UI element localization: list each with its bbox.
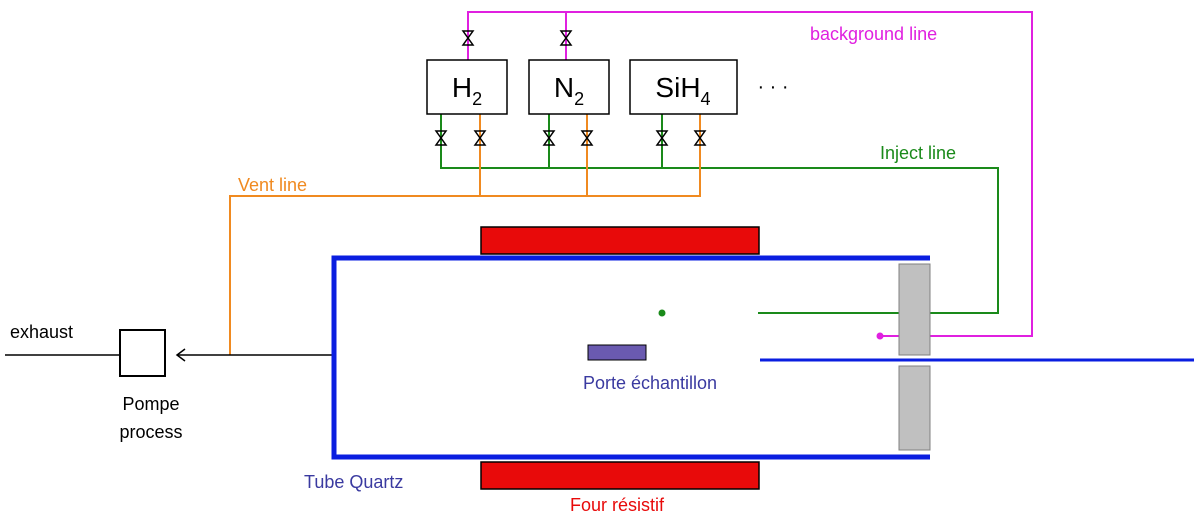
- gas-subscript: 2: [574, 89, 584, 109]
- svg-text:N2: N2: [554, 72, 584, 109]
- background-line-outlet: [876, 332, 884, 340]
- svg-text:H2: H2: [452, 72, 482, 109]
- inject-line-outlet: [658, 309, 666, 317]
- gas-base: H: [452, 72, 472, 103]
- vent-line-label: Vent line: [238, 175, 307, 195]
- gas-subscript: 4: [701, 89, 711, 109]
- background-line-label: background line: [810, 24, 937, 44]
- process-pump: [119, 329, 166, 377]
- pump-label-line2: process: [119, 422, 182, 442]
- gas-bottle-h2: H2: [426, 59, 508, 115]
- gas-bottle-n2: N2: [528, 59, 610, 115]
- pump-label-line1: Pompe: [122, 394, 179, 414]
- background-line: [467, 11, 1033, 337]
- inject-line-label: Inject line: [880, 143, 956, 163]
- more-gases-ellipsis: · · ·: [757, 76, 788, 98]
- sample-holder-label: Porte échantillon: [583, 373, 717, 393]
- exhaust-line: [5, 348, 332, 362]
- exhaust-label: exhaust: [10, 322, 73, 342]
- flange-lower: [898, 365, 931, 451]
- furnace-bottom: [480, 461, 760, 490]
- gas-subscript: 2: [472, 89, 482, 109]
- vent-line: [229, 114, 701, 355]
- gas-base: N: [554, 72, 574, 103]
- furnace-label: Four résistif: [570, 495, 665, 515]
- furnace-top: [480, 226, 760, 255]
- quartz-tube: [331, 255, 930, 460]
- flange-upper: [898, 263, 931, 356]
- sample-holder: [587, 344, 647, 361]
- gas-base: SiH: [655, 72, 700, 103]
- svg-text:SiH4: SiH4: [655, 72, 710, 109]
- quartz-tube-label: Tube Quartz: [304, 472, 403, 492]
- gas-bottle-sih4: SiH4: [629, 59, 738, 115]
